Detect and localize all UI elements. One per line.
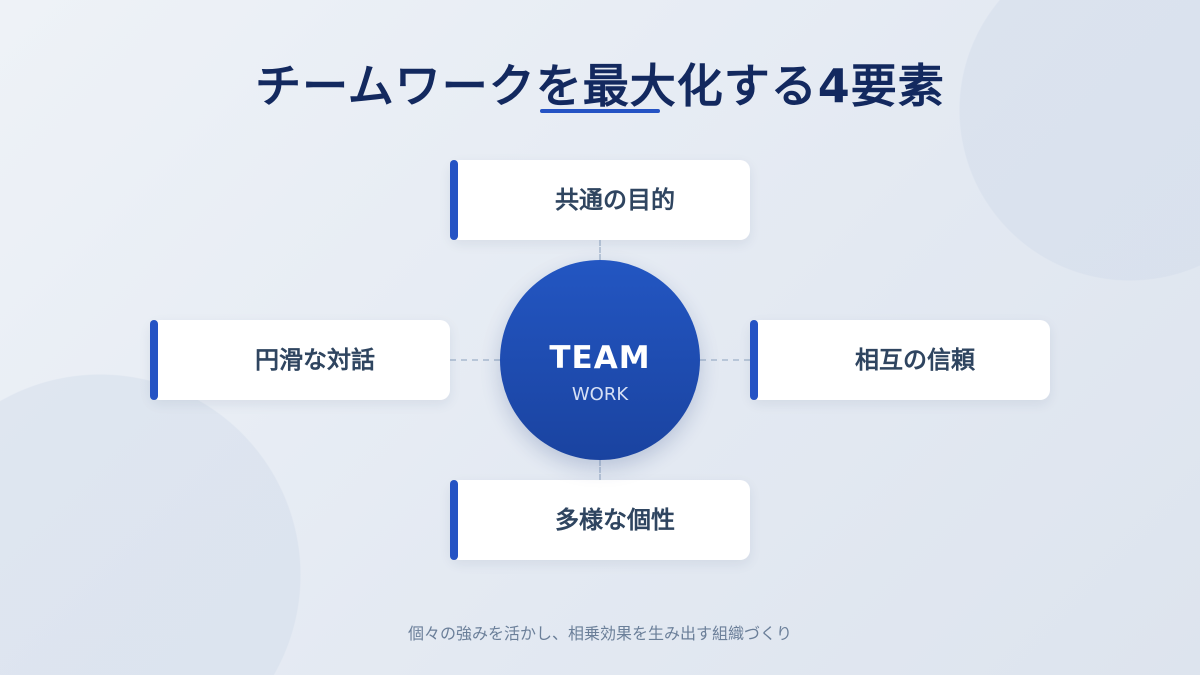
element-card-bottom: 多様な個性: [450, 480, 750, 560]
element-label: 共通の目的: [555, 186, 675, 214]
title-underline: [540, 109, 660, 113]
element-label: 多様な個性: [555, 506, 675, 534]
hub-main-label: TEAM: [549, 340, 651, 376]
connector-line: [450, 359, 500, 361]
accent-bar: [150, 320, 158, 400]
connector-line: [599, 460, 601, 480]
page-title: チームワークを最大化する4要素: [255, 59, 945, 113]
hub-sub-label: WORK: [571, 384, 629, 405]
element-card-top: 共通の目的: [450, 160, 750, 240]
element-label: 円滑な対話: [255, 346, 375, 374]
connector-line: [700, 359, 750, 361]
footer-caption: 個々の強みを活かし、相乗効果を生み出す組織づくり: [407, 624, 792, 643]
team-work-hub: TEAM WORK: [500, 260, 700, 460]
element-card-left: 円滑な対話: [150, 320, 450, 400]
accent-bar: [450, 160, 458, 240]
element-label: 相互の信頼: [855, 346, 975, 374]
element-card-right: 相互の信頼: [750, 320, 1050, 400]
accent-bar: [450, 480, 458, 560]
connector-line: [599, 240, 601, 260]
accent-bar: [750, 320, 758, 400]
